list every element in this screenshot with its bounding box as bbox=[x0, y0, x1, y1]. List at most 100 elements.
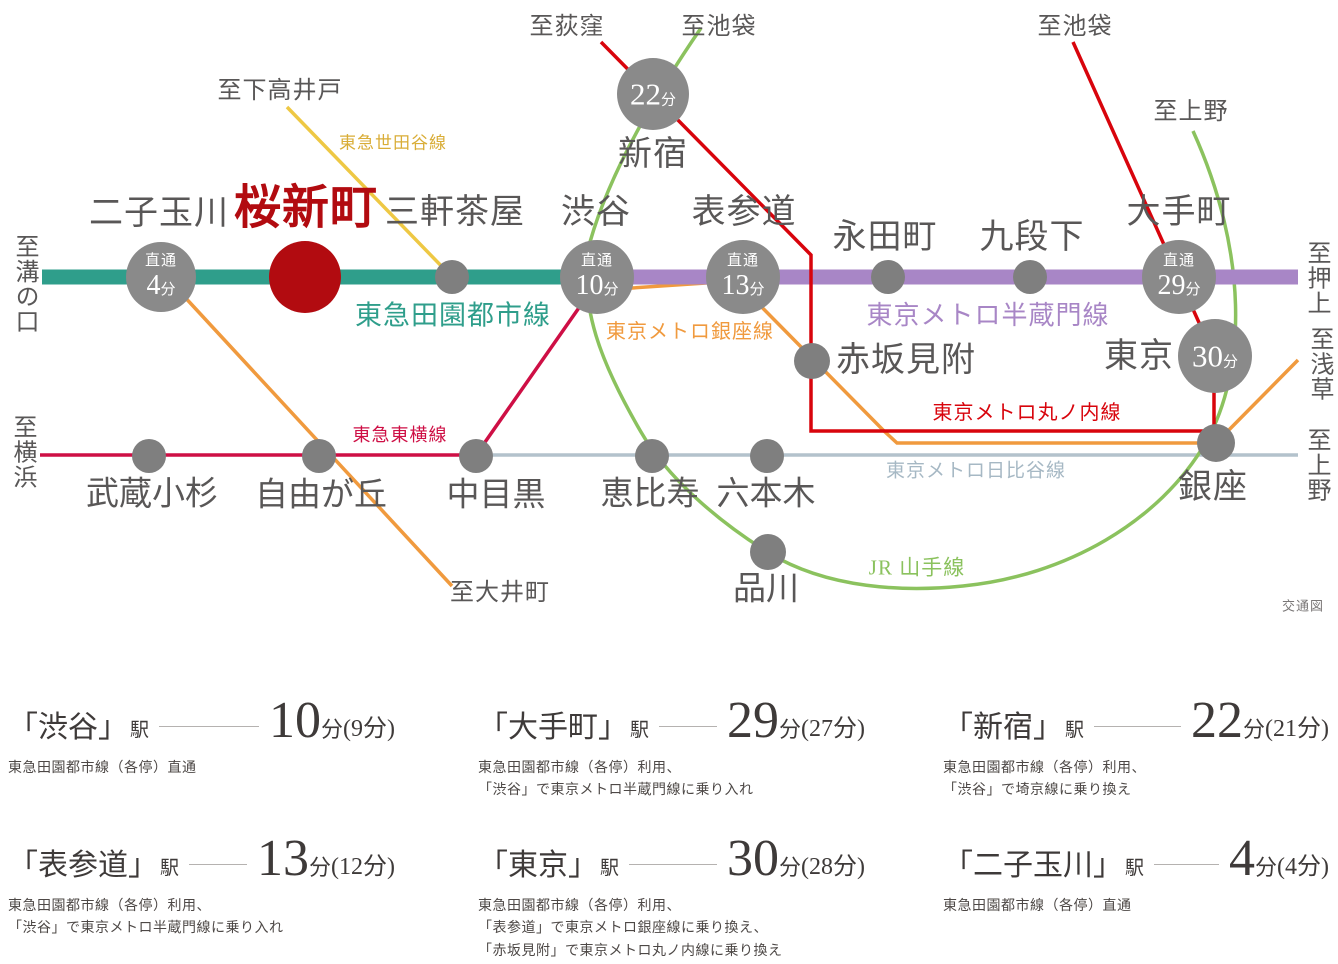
access-note-line: 東急田園都市線（各停）利用、 bbox=[943, 760, 1146, 776]
access-station-suffix: 駅 bbox=[160, 857, 180, 879]
access-station-suffix: 駅 bbox=[1125, 857, 1145, 879]
access-time-value: 29 bbox=[727, 692, 779, 749]
access-note-line: 東急田園都市線（各停）直通 bbox=[943, 898, 1132, 914]
badge-10min: 直通 10分 bbox=[575, 254, 618, 300]
access-station-name: 「渋谷」 bbox=[8, 710, 128, 744]
access-notes: 東急田園都市線（各停）利用、 「渋谷」で埼京線に乗り換え bbox=[943, 758, 1329, 803]
access-head: 「表参道」 駅 13 分 (12分) bbox=[8, 833, 395, 885]
badge-29min-prefix: 直通 bbox=[1162, 253, 1196, 269]
badge-13min-prefix: 直通 bbox=[726, 253, 760, 269]
station-label-sakurashinmachi: 桜新町 bbox=[234, 182, 378, 235]
route-diagram: 直通 4分 直通 10分 直通 13分 直通 29分 22分 30分 二子玉川 … bbox=[9, 14, 1332, 614]
line-label-yamanote: JR 山手線 bbox=[868, 555, 966, 580]
access-time-unit: 分 bbox=[1243, 716, 1266, 742]
access-head: 「二子玉川」 駅 4 分 (4分) bbox=[943, 830, 1329, 887]
edge-label-ueno-top: 至上野 bbox=[1153, 99, 1229, 125]
line-label-hibiya: 東京メトロ日比谷線 bbox=[885, 460, 1067, 482]
access-notes: 東急田園都市線（各停）利用、 「渋谷」で東京メトロ半蔵門線に乗り入れ bbox=[478, 758, 865, 803]
line-label-setagaya: 東急世田谷線 bbox=[339, 133, 447, 153]
badge-22min-circle bbox=[617, 58, 689, 130]
edge-label-asakusa: 至浅草 bbox=[1306, 326, 1332, 402]
badge-22min: 22分 bbox=[630, 79, 676, 110]
badge-4min-prefix: 直通 bbox=[144, 253, 178, 269]
leader-line bbox=[159, 725, 259, 727]
station-label-shinjuku: 新宿 bbox=[618, 136, 688, 173]
nagatacho-dot bbox=[871, 260, 905, 294]
access-time-unit: 分 bbox=[779, 716, 802, 742]
station-label-ginza: 銀座 bbox=[1178, 469, 1248, 506]
station-label-futakotamagawa: 二子玉川 bbox=[89, 195, 229, 232]
sangenjaya-dot bbox=[435, 260, 469, 294]
access-note-line: 東急田園都市線（各停）利用、 bbox=[478, 760, 681, 776]
access-time-unit: 分 bbox=[1255, 854, 1278, 880]
line-label-hanzomon: 東京メトロ半蔵門線 bbox=[866, 301, 1110, 330]
badge-10min-time: 10分 bbox=[575, 270, 619, 301]
edge-label-oimachi: 至大井町 bbox=[450, 580, 550, 606]
access-time-alt: (21分) bbox=[1265, 715, 1329, 742]
diagram-caption: 交通図 bbox=[1281, 598, 1325, 614]
leader-line bbox=[1094, 725, 1181, 727]
station-label-musashikosugi: 武蔵小杉 bbox=[86, 476, 218, 513]
station-label-jiyugaoka: 自由が丘 bbox=[255, 477, 387, 514]
access-block-shinjuku: 「新宿」 駅 22 分 (21分) 東急田園都市線（各停）利用、 「渋谷」で埼京… bbox=[943, 695, 1329, 803]
access-time-alt: (12分) bbox=[331, 853, 395, 880]
access-head: 「大手町」 駅 29 分 (27分) bbox=[478, 692, 865, 749]
station-label-nagatacho: 永田町 bbox=[832, 219, 938, 256]
station-label-roppongi: 六本木 bbox=[716, 476, 816, 513]
akasakamitsuke-dot bbox=[794, 343, 830, 379]
badge-30min: 30分 bbox=[1192, 341, 1238, 372]
badge-29min-time: 29分 bbox=[1157, 270, 1201, 301]
station-label-nakameguro: 中目黒 bbox=[446, 477, 546, 514]
edge-label-shimotakaido: 至下高井戸 bbox=[217, 78, 343, 104]
station-label-omotesando: 表参道 bbox=[691, 194, 797, 231]
access-time-value: 4 bbox=[1229, 830, 1255, 887]
access-head: 「新宿」 駅 22 分 (21分) bbox=[943, 695, 1329, 747]
access-time-unit: 分 bbox=[779, 854, 802, 880]
edge-label-ueno-right: 至上野 bbox=[1303, 427, 1329, 503]
badge-13min-time: 13分 bbox=[721, 270, 765, 301]
access-station-suffix: 駅 bbox=[1065, 719, 1085, 741]
edge-label-ikebukuro-right: 至池袋 bbox=[1037, 14, 1113, 40]
edge-label-ogikubo: 至荻窪 bbox=[529, 14, 605, 40]
access-time-alt: (9分) bbox=[343, 715, 395, 742]
shinagawa-dot bbox=[750, 534, 786, 570]
station-label-sangenjaya: 三軒茶屋 bbox=[385, 194, 525, 231]
access-note-line: 「表参道」で東京メトロ銀座線に乗り換え、 bbox=[478, 921, 768, 937]
edge-label-mizonokuchi: 至溝の口 bbox=[11, 234, 37, 334]
line-label-den-en-toshi: 東急田園都市線 bbox=[355, 300, 551, 331]
badge-30min-circle bbox=[1178, 319, 1252, 393]
access-notes: 東急田園都市線（各停）直通 bbox=[8, 758, 395, 781]
nakameguro-dot bbox=[459, 439, 493, 473]
badge-30min-time: 30分 bbox=[1191, 338, 1239, 374]
badge-13min: 直通 13分 bbox=[721, 254, 764, 300]
access-block-shibuya: 「渋谷」 駅 10 分 (9分) 東急田園都市線（各停）直通 bbox=[8, 692, 395, 781]
access-time-unit: 分 bbox=[321, 716, 344, 742]
access-notes: 東急田園都市線（各停）利用、 「表参道」で東京メトロ銀座線に乗り換え、 「赤坂見… bbox=[478, 896, 865, 964]
access-note-line: 「渋谷」で東京メトロ半蔵門線に乗り入れ bbox=[478, 783, 754, 799]
station-label-akasakamitsuke: 赤坂見附 bbox=[836, 342, 976, 379]
sakurashinmachi-dot bbox=[269, 241, 341, 313]
roppongi-dot bbox=[750, 439, 784, 473]
access-block-omotesando: 「表参道」 駅 13 分 (12分) 東急田園都市線（各停）利用、 「渋谷」で東… bbox=[8, 833, 395, 941]
access-station-name: 「大手町」 bbox=[478, 710, 628, 744]
access-time-unit: 分 bbox=[309, 854, 332, 880]
access-note-line: 東急田園都市線（各停）利用、 bbox=[478, 898, 681, 914]
setagaya-line bbox=[285, 105, 454, 279]
badge-10min-prefix: 直通 bbox=[580, 253, 614, 269]
badge-4min: 直通 4分 bbox=[145, 254, 177, 300]
station-label-shinagawa: 品川 bbox=[733, 571, 799, 608]
line-label-ginza: 東京メトロ銀座線 bbox=[606, 321, 774, 343]
access-time-alt: (27分) bbox=[801, 715, 865, 742]
access-station-name: 「二子玉川」 bbox=[943, 848, 1123, 882]
access-station-name: 「東京」 bbox=[478, 848, 598, 882]
route-diagram-canvas bbox=[40, 27, 1300, 591]
access-station-suffix: 駅 bbox=[630, 719, 650, 741]
access-time-alt: (28分) bbox=[801, 853, 865, 880]
ginza-dot bbox=[1197, 424, 1235, 462]
leader-line bbox=[629, 863, 717, 865]
badge-10min-circle bbox=[560, 240, 634, 314]
leader-line bbox=[1154, 863, 1219, 865]
access-time-value: 10 bbox=[269, 692, 321, 749]
edge-label-ikebukuro-left: 至池袋 bbox=[681, 14, 757, 40]
